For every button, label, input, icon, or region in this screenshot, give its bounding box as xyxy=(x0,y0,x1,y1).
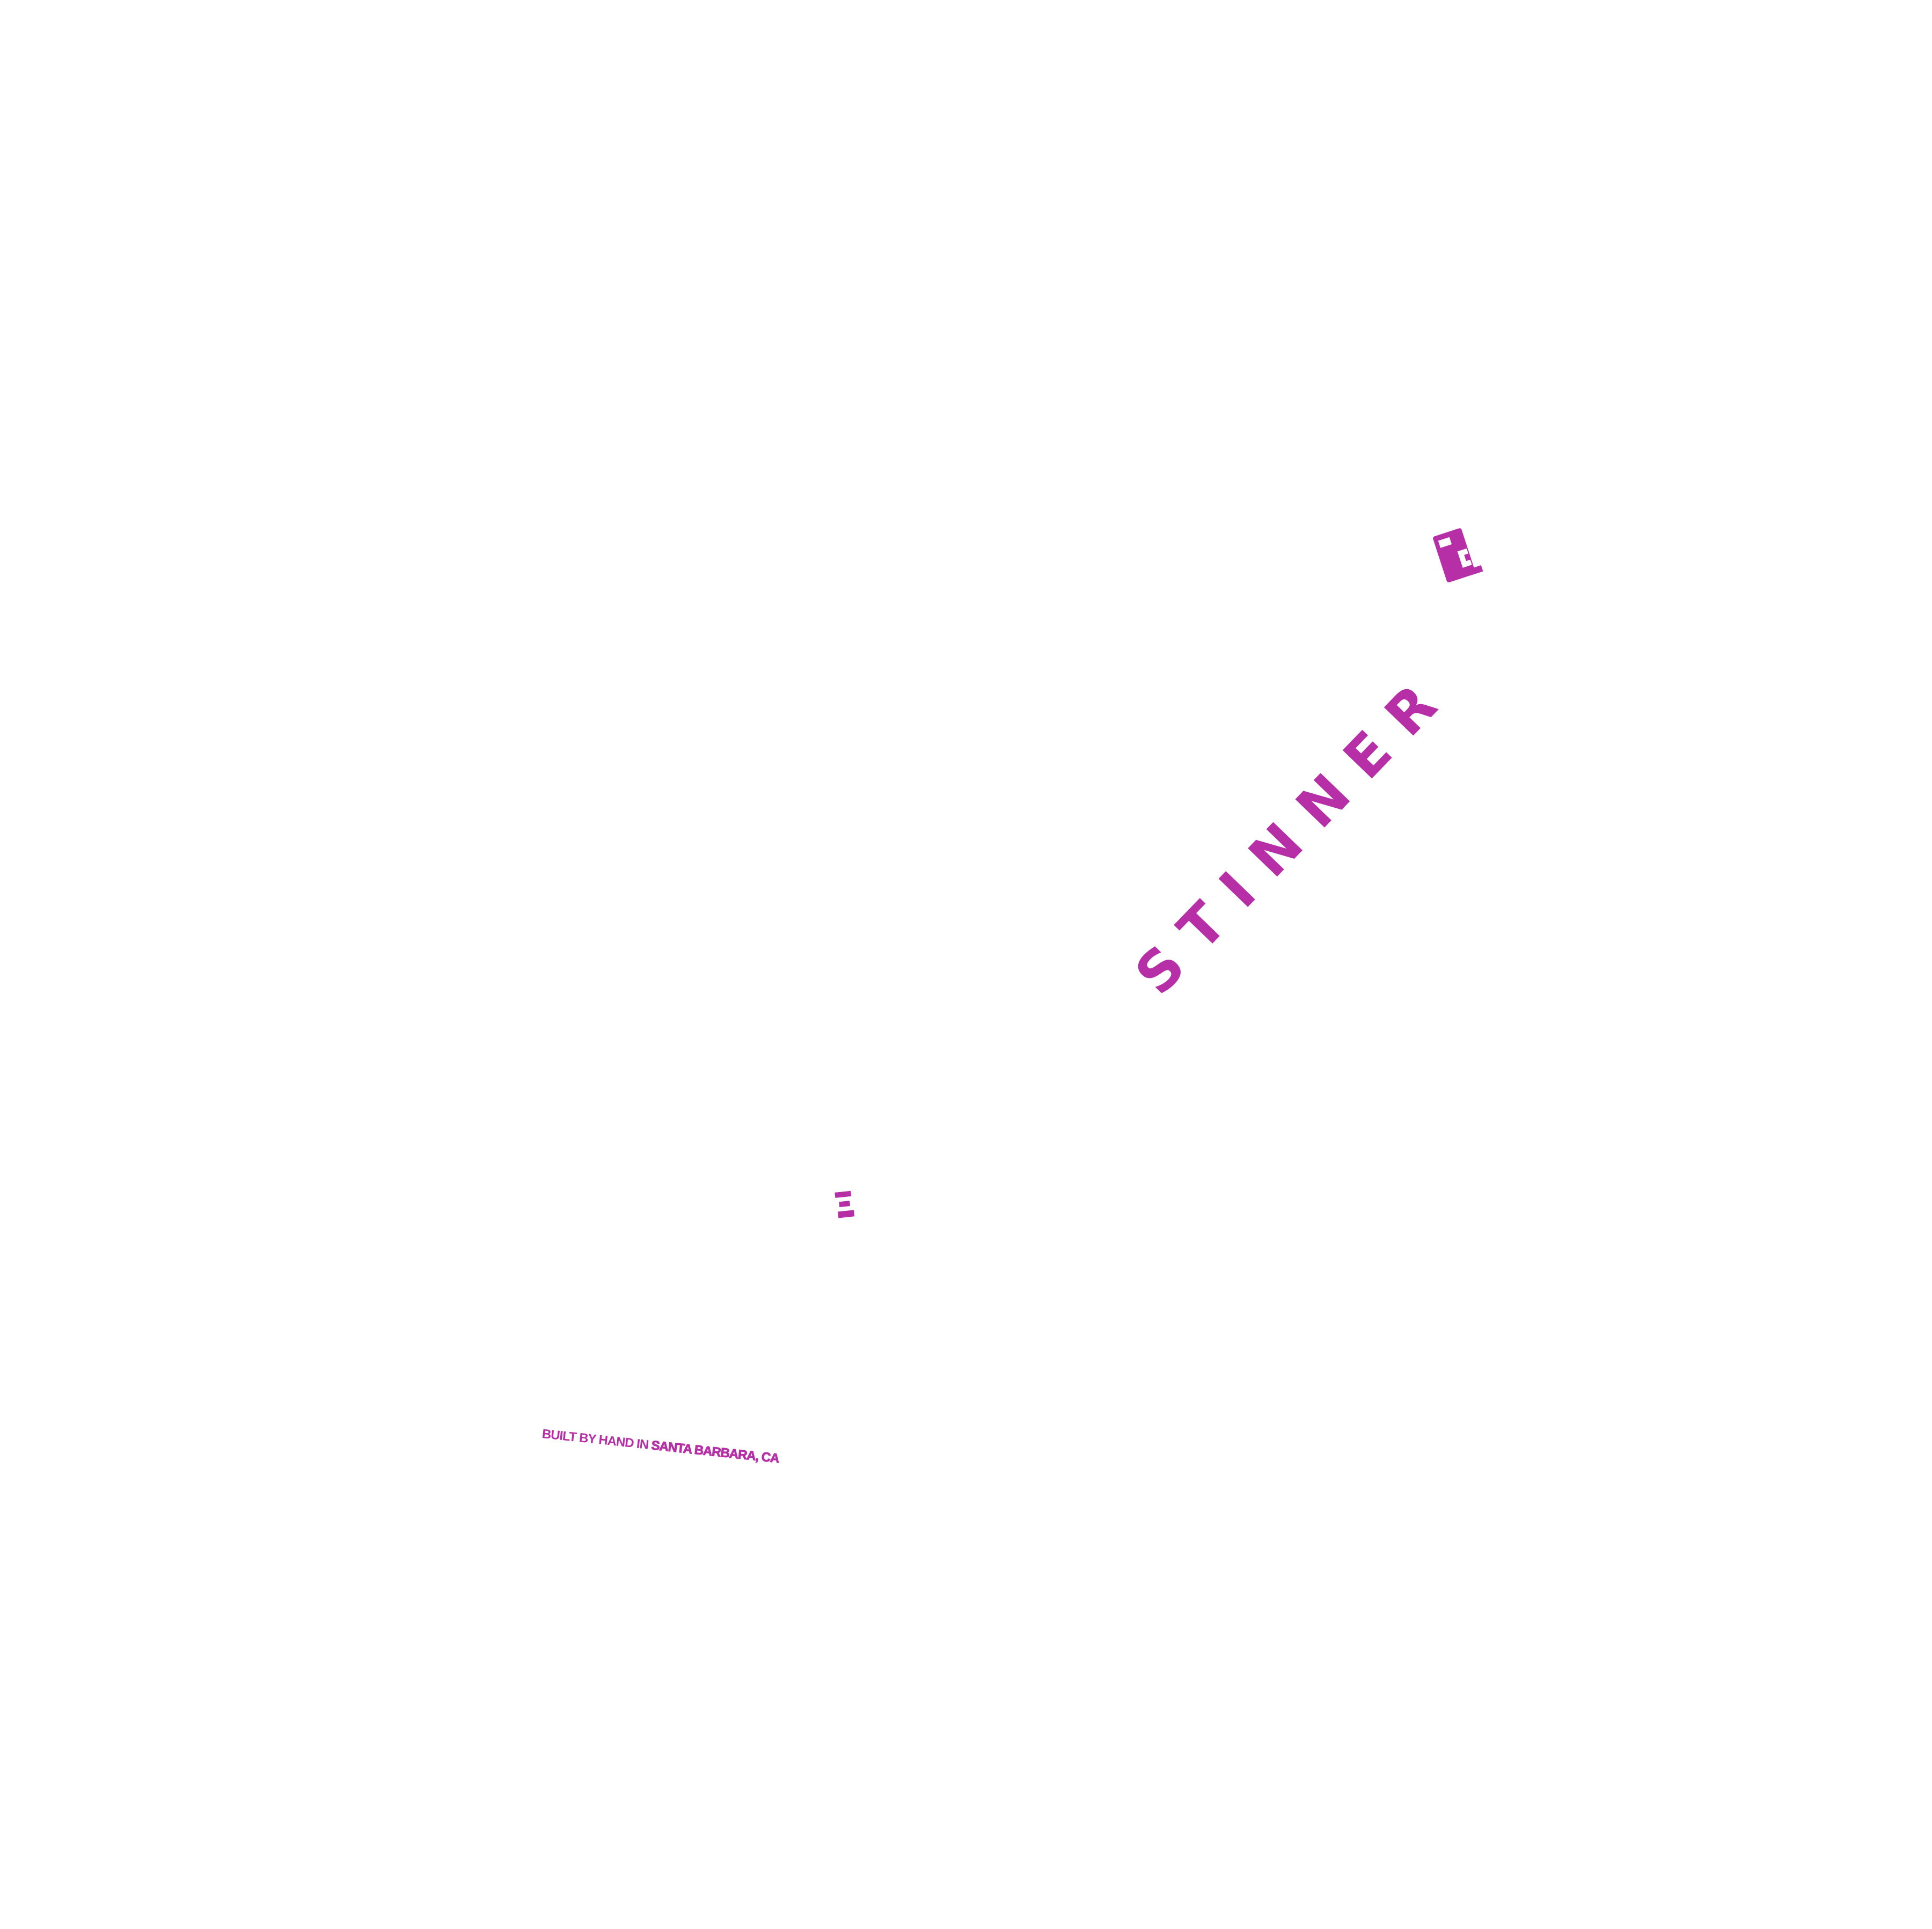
tagline-city: SANTA BARBARA, CA xyxy=(650,1438,780,1466)
wordmark-text: STINNER xyxy=(1122,656,1465,1007)
tagline-prefix: BUILT BY HAND IN xyxy=(541,1427,649,1452)
stinner-wordmark: STINNER xyxy=(1123,657,1464,1007)
built-by-hand-tagline: BUILT BY HAND IN SANTA BARBARA, CA xyxy=(541,1427,780,1466)
stinner-s-badge-icon xyxy=(1433,528,1483,583)
frame-stamp-icon xyxy=(835,1190,855,1218)
